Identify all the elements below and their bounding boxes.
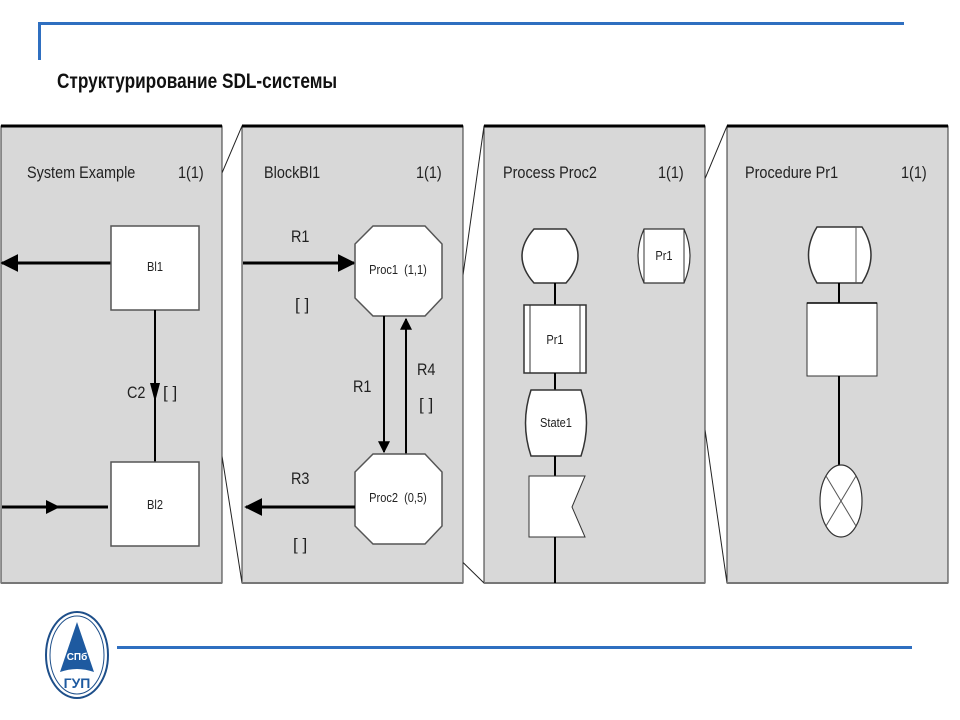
procedure-start-symbol (807, 226, 872, 284)
panel-block-page: 1(1) (416, 164, 442, 182)
channel-c2-signals: [ ] (163, 383, 177, 402)
panel-system: System Example 1(1) Bl1 C2 [ ] Bl2 (0, 124, 223, 584)
channel-c2-arrow (150, 383, 160, 402)
route-r3-name: R3 (291, 470, 310, 488)
logo-text-top: СПб (67, 651, 88, 663)
block-bl1-label: Bl1 (147, 259, 163, 274)
logo-text-bottom: ГУП (64, 675, 91, 691)
route-r4-name: R4 (417, 361, 436, 379)
block-bl2-label: Bl2 (147, 497, 163, 512)
panel-system-page: 1(1) (178, 164, 204, 182)
procedure-call-label: Pr1 (546, 332, 563, 347)
route-r1-down-name: R1 (353, 378, 371, 396)
route-r3-signals: [ ] (293, 535, 307, 554)
procedure-call-symbol (523, 304, 587, 374)
panel-procedure-header: Procedure Pr1 (745, 164, 838, 182)
slide-frame-left-line (38, 22, 41, 60)
block-bl2 (110, 461, 200, 547)
slide-frame-top-line (38, 22, 904, 25)
panel-process: Process Proc2 1(1) Pr1 State1 Pr1 (483, 124, 706, 584)
logo-triangle-icon (60, 622, 94, 672)
panel-process-header: Process Proc2 (503, 164, 597, 182)
panel-procedure: Procedure Pr1 1(1) (726, 124, 949, 584)
panel-procedure-page: 1(1) (901, 164, 927, 182)
process-proc2 (354, 453, 443, 545)
input-signal-symbol (528, 475, 586, 538)
panel-block-header: BlockBl1 (264, 164, 320, 182)
channel-c2-name: C2 (127, 384, 145, 402)
panel-system-header: System Example (27, 164, 136, 182)
block-bl1 (110, 225, 200, 311)
route-r1-in-name: R1 (291, 228, 309, 246)
procedure-reference-label: Pr1 (655, 248, 672, 263)
panel-block: BlockBl1 1(1) R1 [ ] Proc1 (1,1) R1 R4 [… (241, 124, 464, 584)
process-proc1-label: Proc1 (1,1) (369, 262, 427, 277)
slide-footer-line (117, 646, 912, 649)
start-symbol (521, 228, 579, 284)
process-proc1 (354, 225, 443, 317)
process-proc2-label: Proc2 (0,5) (369, 490, 427, 505)
panel-process-page: 1(1) (658, 164, 684, 182)
route-r4-signals: [ ] (419, 395, 433, 414)
university-logo: СПб ГУП (45, 611, 109, 699)
procedure-task-symbol (806, 302, 878, 377)
route-r1-in-signals: [ ] (295, 295, 309, 314)
slide-title: Структурирование SDL-системы (57, 70, 338, 93)
state-symbol (524, 389, 588, 457)
state-label: State1 (540, 415, 572, 430)
